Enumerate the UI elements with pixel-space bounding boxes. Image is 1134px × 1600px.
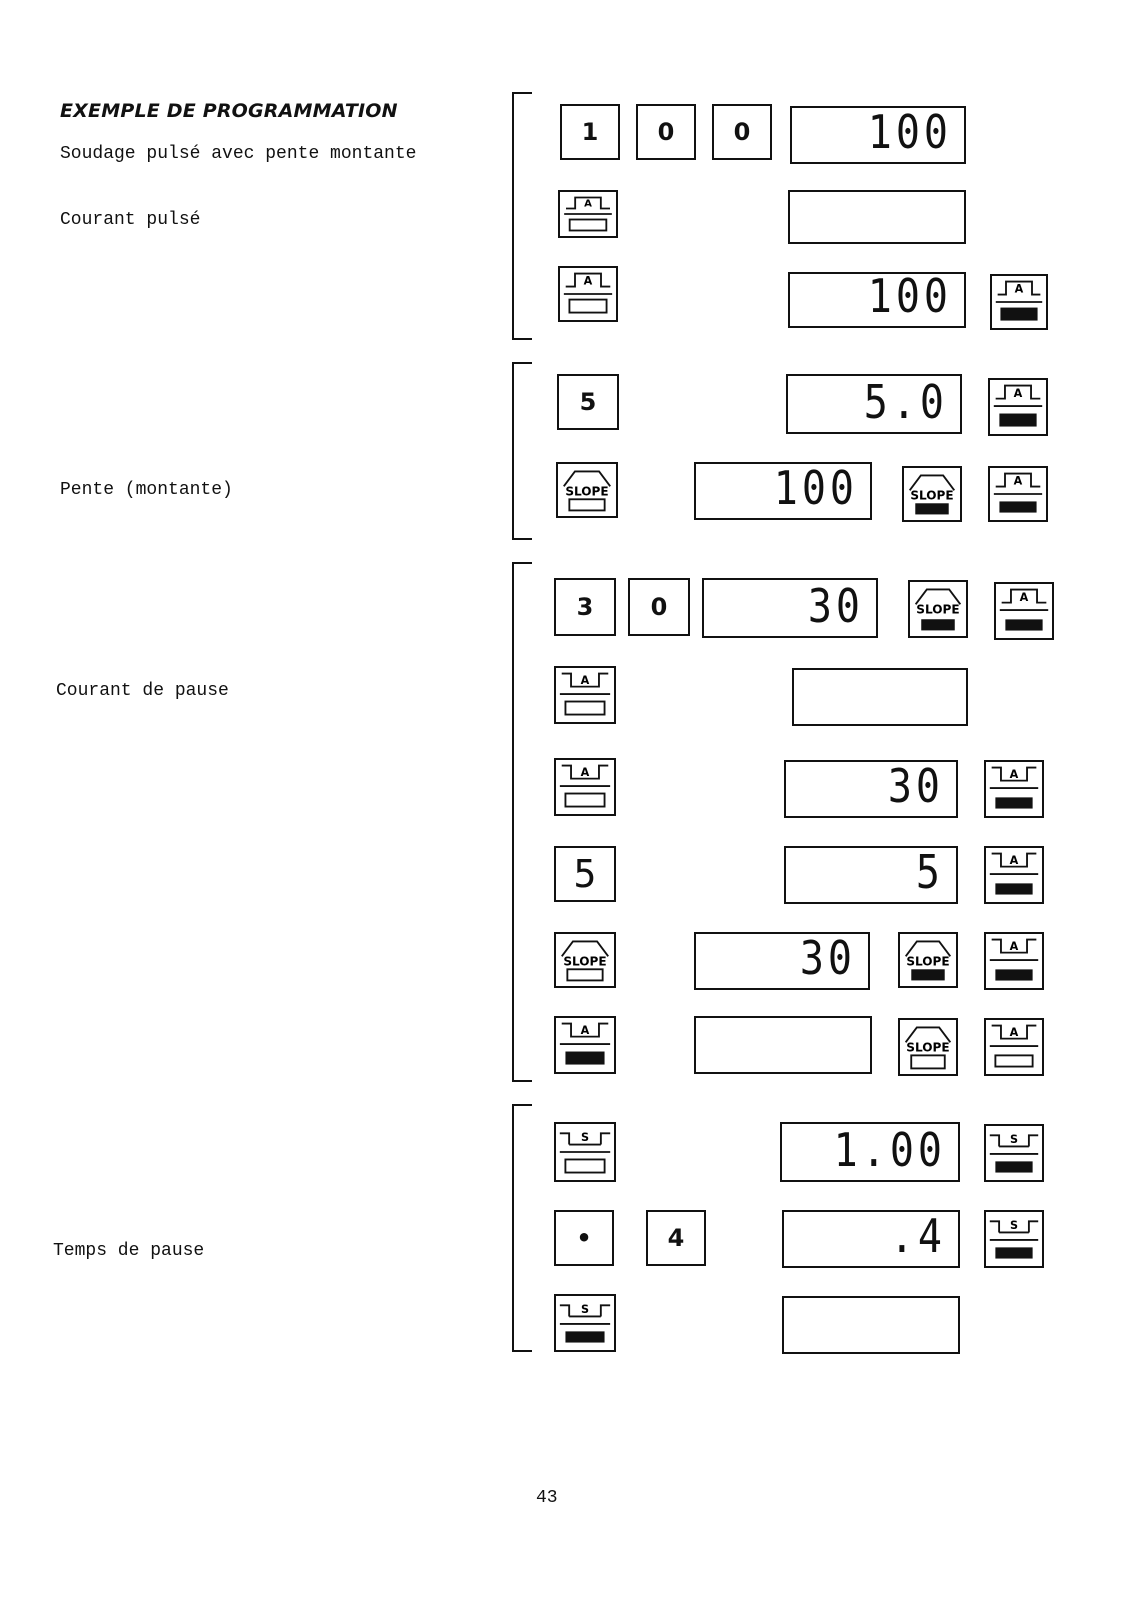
- display-1: 100: [790, 106, 966, 164]
- display-7: [792, 668, 968, 726]
- key-0-second[interactable]: 0: [712, 104, 772, 160]
- svg-text:A: A: [581, 674, 590, 687]
- svg-text:A: A: [1015, 283, 1024, 296]
- pause-time-indicator-icon: S: [984, 1124, 1044, 1182]
- pause-current-icon[interactable]: A: [554, 666, 616, 724]
- pause-current-indicator-icon: A: [984, 1018, 1044, 1076]
- pulse-current-indicator-icon: A: [988, 466, 1048, 522]
- key-0[interactable]: 0: [628, 578, 690, 636]
- pulse-current-indicator-icon: A: [990, 274, 1048, 330]
- label-courant-pulse: Courant pulsé: [60, 210, 201, 230]
- svg-text:A: A: [1010, 854, 1019, 867]
- pause-time-icon[interactable]: S: [554, 1122, 616, 1182]
- display-6: 30: [702, 578, 878, 638]
- display-8: 30: [784, 760, 958, 818]
- svg-text:S: S: [581, 1303, 589, 1316]
- slope-indicator-icon: SLOPE: [902, 466, 962, 522]
- pulse-current-indicator-icon: A: [988, 378, 1048, 436]
- display-11: [694, 1016, 872, 1074]
- svg-text:A: A: [584, 275, 593, 288]
- pulse-current-indicator-icon: A: [994, 582, 1054, 640]
- label-courant-pause: Courant de pause: [56, 681, 229, 701]
- label-soudage: Soudage pulsé avec pente montante: [60, 144, 417, 164]
- display-14: [782, 1296, 960, 1354]
- slope-button-icon[interactable]: SLOPE: [556, 462, 618, 518]
- pause-current-indicator-icon: A: [984, 760, 1044, 818]
- svg-text:SLOPE: SLOPE: [910, 489, 953, 503]
- pause-current-icon[interactable]: A: [554, 1016, 616, 1074]
- label-pente: Pente (montante): [60, 480, 233, 500]
- display-10: 30: [694, 932, 870, 990]
- display-3: 100: [788, 272, 966, 328]
- svg-text:SLOPE: SLOPE: [906, 1041, 949, 1055]
- decimal-point-key[interactable]: •: [554, 1210, 614, 1266]
- slope-indicator-icon: SLOPE: [898, 1018, 958, 1076]
- svg-text:SLOPE: SLOPE: [563, 955, 606, 969]
- svg-text:A: A: [1010, 940, 1019, 953]
- display-13: .4: [782, 1210, 960, 1268]
- display-2: [788, 190, 966, 244]
- slope-indicator-icon: SLOPE: [898, 932, 958, 988]
- svg-text:SLOPE: SLOPE: [565, 485, 608, 499]
- svg-text:SLOPE: SLOPE: [906, 955, 949, 969]
- label-temps-pause: Temps de pause: [53, 1241, 205, 1261]
- pause-time-icon[interactable]: S: [554, 1294, 616, 1352]
- svg-text:S: S: [1010, 1133, 1018, 1146]
- page-title: EXEMPLE DE PROGRAMMATION: [60, 100, 398, 122]
- svg-text:A: A: [1014, 387, 1023, 400]
- svg-text:S: S: [581, 1131, 589, 1144]
- svg-text:A: A: [1010, 768, 1019, 781]
- key-4[interactable]: 4: [646, 1210, 706, 1266]
- display-12: 1.00: [780, 1122, 960, 1182]
- pause-current-icon[interactable]: A: [554, 758, 616, 816]
- key-5[interactable]: 5: [557, 374, 619, 430]
- svg-text:S: S: [1010, 1219, 1018, 1232]
- svg-text:A: A: [581, 1024, 590, 1037]
- pause-current-indicator-icon: A: [984, 846, 1044, 904]
- svg-text:SLOPE: SLOPE: [916, 603, 959, 617]
- svg-text:A: A: [584, 199, 592, 210]
- svg-text:A: A: [1020, 591, 1029, 604]
- pause-time-indicator-icon: S: [984, 1210, 1044, 1268]
- pulse-current-icon[interactable]: A: [558, 190, 618, 238]
- display-5: 100: [694, 462, 872, 520]
- key-0[interactable]: 0: [636, 104, 696, 160]
- key-5[interactable]: 5: [554, 846, 616, 902]
- svg-text:A: A: [581, 766, 590, 779]
- pause-current-indicator-icon: A: [984, 932, 1044, 990]
- slope-indicator-icon: SLOPE: [908, 580, 968, 638]
- svg-text:A: A: [1014, 475, 1023, 488]
- page-number: 43: [536, 1488, 558, 1508]
- slope-button-icon[interactable]: SLOPE: [554, 932, 616, 988]
- key-3[interactable]: 3: [554, 578, 616, 636]
- svg-text:A: A: [1010, 1026, 1019, 1039]
- key-1[interactable]: 1: [560, 104, 620, 160]
- pulse-current-icon[interactable]: A: [558, 266, 618, 322]
- display-9: 5: [784, 846, 958, 904]
- display-4: 5.0: [786, 374, 962, 434]
